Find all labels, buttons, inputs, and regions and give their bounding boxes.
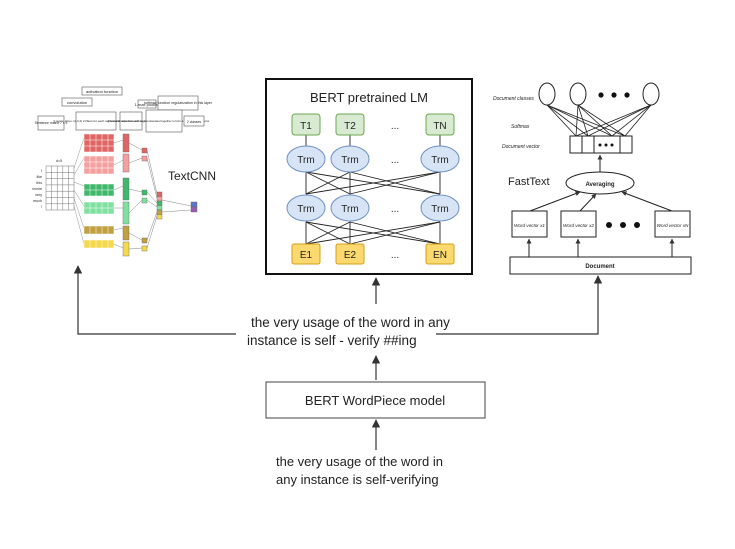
trm-ellipsis-r2: ... <box>391 204 399 215</box>
bert-input-box-1 <box>291 243 321 265</box>
trm-label-r1-cn: Trm <box>431 155 448 166</box>
bert-output-box-1 <box>291 113 321 136</box>
filter-green-1 <box>83 183 115 197</box>
wordpiece-label: BERT WordPiece model <box>305 393 445 408</box>
textcnn-top-label-0: convolution <box>67 100 87 105</box>
bert-output-2: T2 <box>344 121 356 132</box>
word-vector-box-n <box>654 210 691 238</box>
word-ellipsis-dot <box>606 222 612 228</box>
word-vector-box-1 <box>511 210 548 238</box>
trm-node-r1-c1 <box>286 145 326 173</box>
trm-node-r1-cn <box>420 145 460 173</box>
pipeline-arrows <box>73 265 603 450</box>
bert-input-box-n <box>425 243 455 265</box>
textcnn-top-label-3: softmax function regularization in this … <box>144 101 213 105</box>
bert-output-1: T1 <box>300 121 312 132</box>
document-box <box>509 256 692 275</box>
textcnn-sub-label-2: 2 feature maps for each region size <box>107 119 154 123</box>
bert-input-1: E1 <box>300 250 313 261</box>
bert-output-n: TN <box>433 121 446 132</box>
filter-olive <box>83 225 115 235</box>
fasttext-averaging: Averaging <box>585 182 614 188</box>
bert-input-n: EN <box>433 250 447 261</box>
textcnn-sub-label-0: Sentence matrix 7 x 5 <box>35 121 68 125</box>
bert-lower-connections <box>305 221 441 245</box>
textcnn-top-label-1: activation function <box>86 89 118 94</box>
textcnn-sub-label-3: 6 univariate vectors concatenated togeth… <box>119 119 210 123</box>
word-ellipsis-dot <box>634 222 640 228</box>
averaging-node <box>565 171 635 195</box>
textcnn-sub-label-1: 3 region sizes: (2,3,4) 2 filters for ea… <box>53 119 139 123</box>
trm-node-r2-c1 <box>286 194 326 222</box>
wordpiece-box <box>265 381 486 419</box>
bert-output-box-n <box>425 113 455 136</box>
textcnn-word-0: I <box>41 169 42 173</box>
class-ellipsis-dot <box>624 92 630 98</box>
filter-green-2 <box>83 201 115 215</box>
sentence-matrix <box>45 165 75 211</box>
fasttext-label: FastText <box>508 176 550 188</box>
trm-node-r2-cn <box>420 194 460 222</box>
word-vector-2: Word vector x2 <box>563 223 594 228</box>
textcnn-word-3: movie <box>32 187 42 191</box>
word-vector-box-2 <box>560 210 597 238</box>
fasttext-softmax: Softmax <box>511 124 530 130</box>
class-ellipsis-dot <box>611 92 617 98</box>
bert-input-2: E2 <box>344 250 357 261</box>
class-node-2 <box>569 82 587 106</box>
bert-middle-connections <box>305 171 441 195</box>
trm-label-r2-c2: Trm <box>341 204 358 215</box>
bert-output-box-2 <box>335 113 365 136</box>
textcnn-word-4: very <box>35 193 42 197</box>
class-node-n <box>642 82 660 106</box>
filter-red-1 <box>83 133 115 153</box>
trm-label-r2-cn: Trm <box>431 204 448 215</box>
bert-input-ellipsis: ... <box>391 250 399 261</box>
tokenized-text-line-2: instance is self - verify ##ing <box>247 333 417 348</box>
class-ellipsis-dot <box>598 92 604 98</box>
trm-label-r1-c1: Trm <box>297 155 314 166</box>
fasttext-document-vector: Document vector <box>502 144 540 150</box>
class-node-1 <box>538 82 556 106</box>
textcnn-top-label-2: 1-max pooling <box>134 102 159 107</box>
fasttext-document-classes: Document classes <box>493 96 534 102</box>
filter-yellow <box>83 239 115 249</box>
textcnn-word-5: much <box>33 199 42 203</box>
trm-ellipsis-r1: ... <box>391 155 399 166</box>
trm-node-r1-c2 <box>330 145 370 173</box>
input-text-line-1: the very usage of the word in <box>276 454 443 469</box>
bert-lm-diagram: BERT pretrained LM T1 T2 ... TN Trm Trm <box>265 78 473 275</box>
bert-top-connections <box>305 135 441 146</box>
textcnn-sub-label-4: 2 classes <box>187 120 201 124</box>
trm-label-r2-c1: Trm <box>297 204 314 215</box>
word-vector-1: Word vector x1 <box>514 223 545 228</box>
textcnn-label: TextCNN <box>168 169 216 183</box>
textcnn-word-2: this <box>36 181 42 185</box>
bert-input-box-2 <box>335 243 365 265</box>
bert-lm-title: BERT pretrained LM <box>310 90 428 105</box>
bert-output-ellipsis: ... <box>391 121 399 132</box>
textcnn-word-6: ! <box>41 205 42 209</box>
word-vector-n: Word vector xN <box>657 223 689 228</box>
trm-node-r2-c2 <box>330 194 370 222</box>
trm-label-r1-c2: Trm <box>341 155 358 166</box>
fasttext-diagram: Document classes Softmax Document vector… <box>493 82 692 275</box>
feature-maps <box>122 133 130 257</box>
tokenized-text-line-1: the very usage of the word in any <box>251 315 450 330</box>
fasttext-document: Document <box>585 264 614 270</box>
document-vector <box>569 135 633 154</box>
word-ellipsis-dot <box>620 222 626 228</box>
textcnn-word-1: like <box>37 175 42 179</box>
softmax-connections <box>546 104 652 137</box>
textcnn-diagram: convolution activation function 1-max po… <box>32 86 216 257</box>
input-text-line-2: any instance is self-verifying <box>276 472 439 487</box>
textcnn-dim-label: d=5 <box>56 159 62 163</box>
filter-red-2 <box>83 155 115 175</box>
